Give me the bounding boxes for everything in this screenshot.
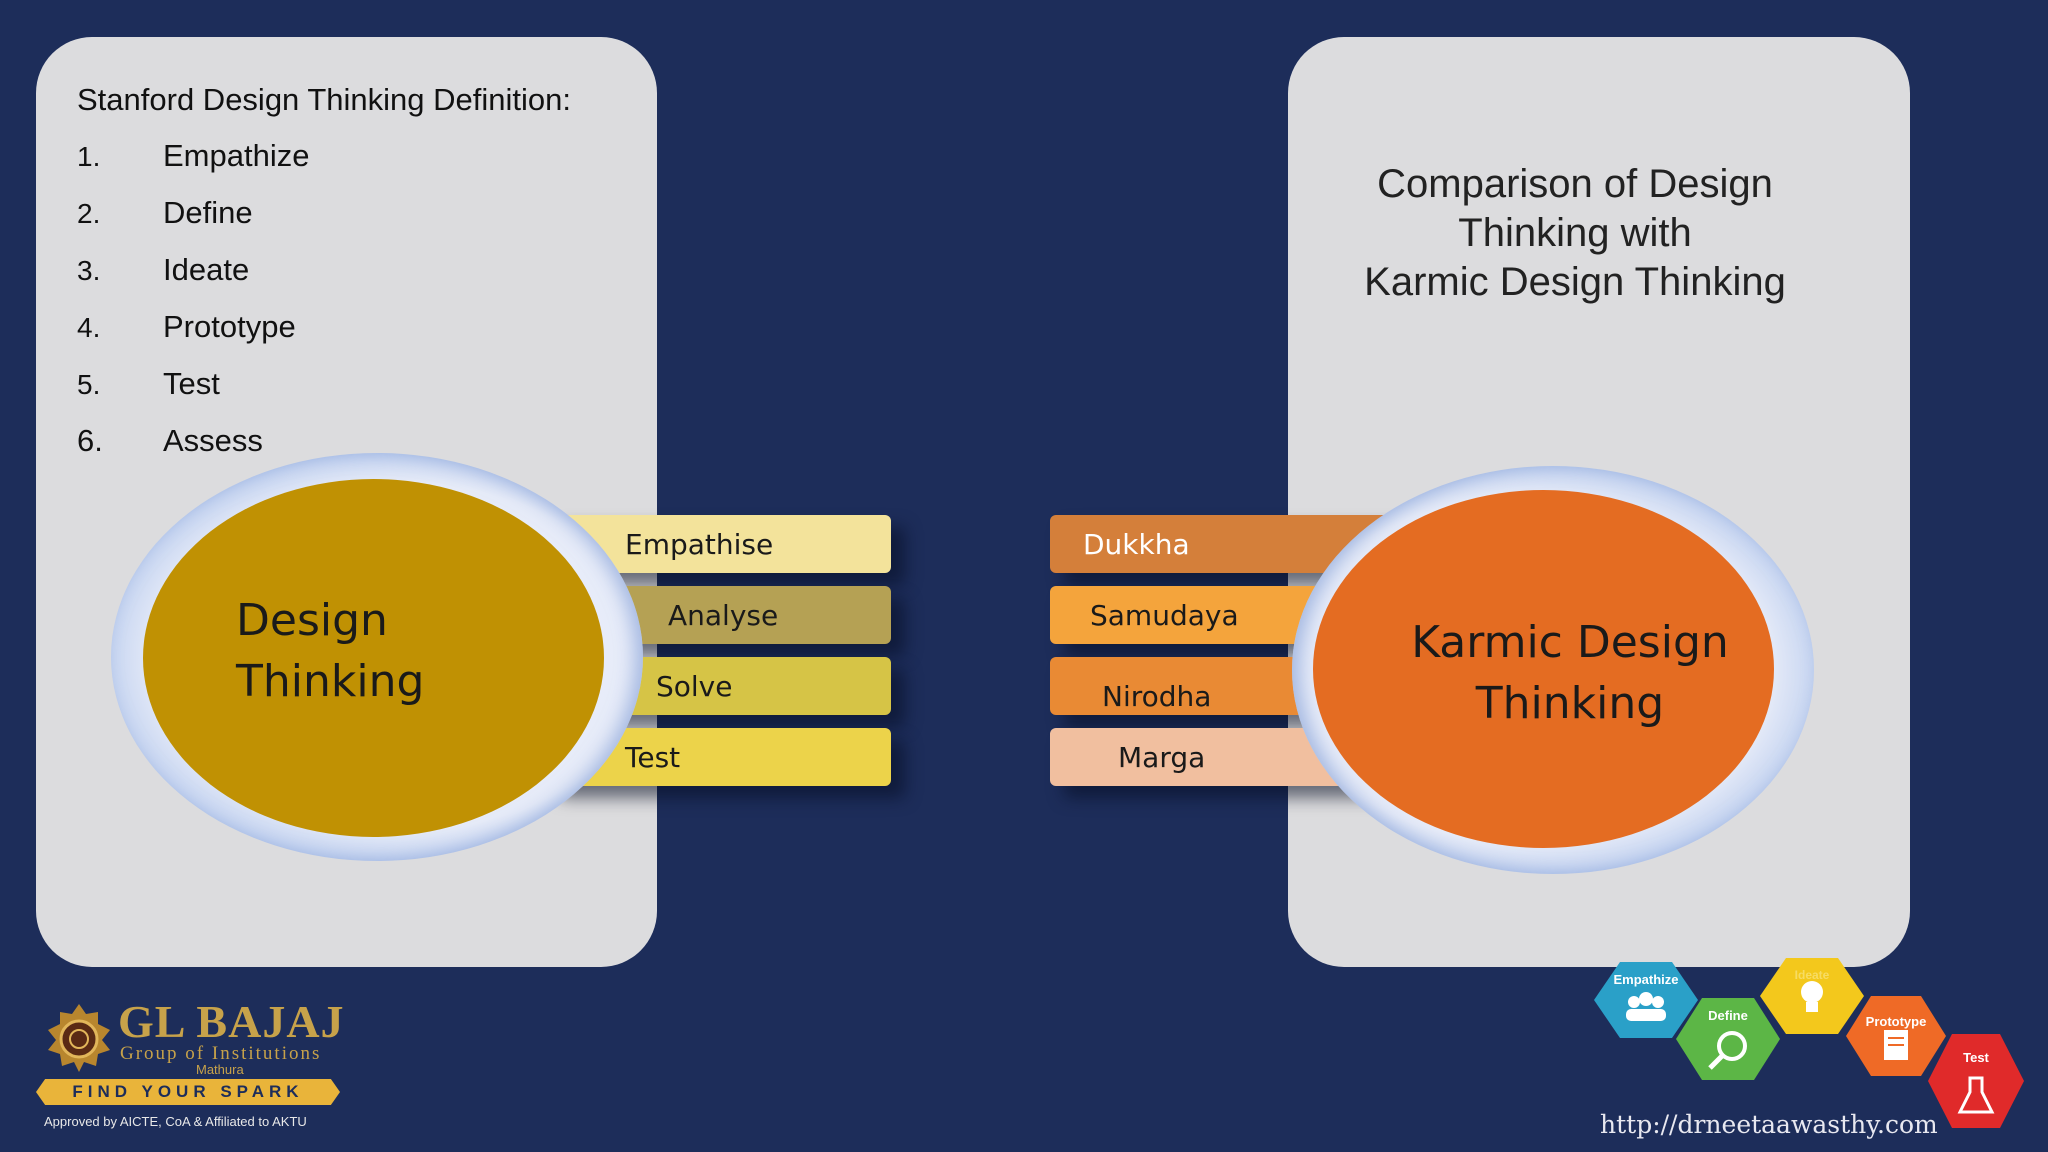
- definition-item: 6.Assess: [77, 423, 263, 458]
- karmic-design-thinking-label: Karmic Design Thinking: [1411, 617, 1729, 729]
- karmic-design-thinking-circle: [1313, 490, 1774, 848]
- hex-label-empathize: Empathize: [1613, 972, 1679, 987]
- logo-name: GL BAJAJ: [118, 996, 345, 1047]
- design-process-icons: Empathize Define Ideate Prototype Test: [1590, 958, 2040, 1132]
- lightbulb-icon: [1760, 958, 1864, 1034]
- document-icon: [1846, 996, 1946, 1076]
- people-icon: [1594, 962, 1698, 1038]
- comparison-title: Comparison of Design Thinking with Karmi…: [1364, 162, 1786, 304]
- design-thinking-label: Design Thinking: [236, 595, 425, 707]
- definition-item: 1.Empathize: [77, 138, 310, 173]
- logo-tagline: FIND YOUR SPARK: [36, 1079, 340, 1105]
- hex-label-define: Define: [1708, 1008, 1748, 1023]
- definition-item: 4.Prototype: [77, 309, 296, 344]
- logo-city: Mathura: [196, 1062, 244, 1077]
- hex-label-test: Test: [1963, 1050, 1989, 1065]
- magnifier-icon: [1676, 998, 1780, 1080]
- website-url: http://drneetaawasthy.com: [1600, 1110, 1938, 1139]
- definition-item: 3.Ideate: [77, 252, 250, 287]
- flask-icon: [1928, 1034, 2024, 1128]
- definition-title: Stanford Design Thinking Definition:: [77, 82, 571, 117]
- definition-item: 2.Define: [77, 195, 253, 230]
- design-thinking-circle: [143, 479, 604, 837]
- definition-item: 5.Test: [77, 366, 220, 401]
- hex-label-prototype: Prototype: [1865, 1014, 1927, 1029]
- institution-emblem-icon: [48, 1004, 110, 1072]
- definition-list: 1.Empathize 2.Define 3.Ideate 4.Prototyp…: [77, 138, 309, 480]
- hex-label-ideate: Ideate: [1794, 968, 1830, 982]
- logo-approval: Approved by AICTE, CoA & Affiliated to A…: [44, 1114, 307, 1129]
- logo-group: Group of Institutions: [120, 1043, 322, 1064]
